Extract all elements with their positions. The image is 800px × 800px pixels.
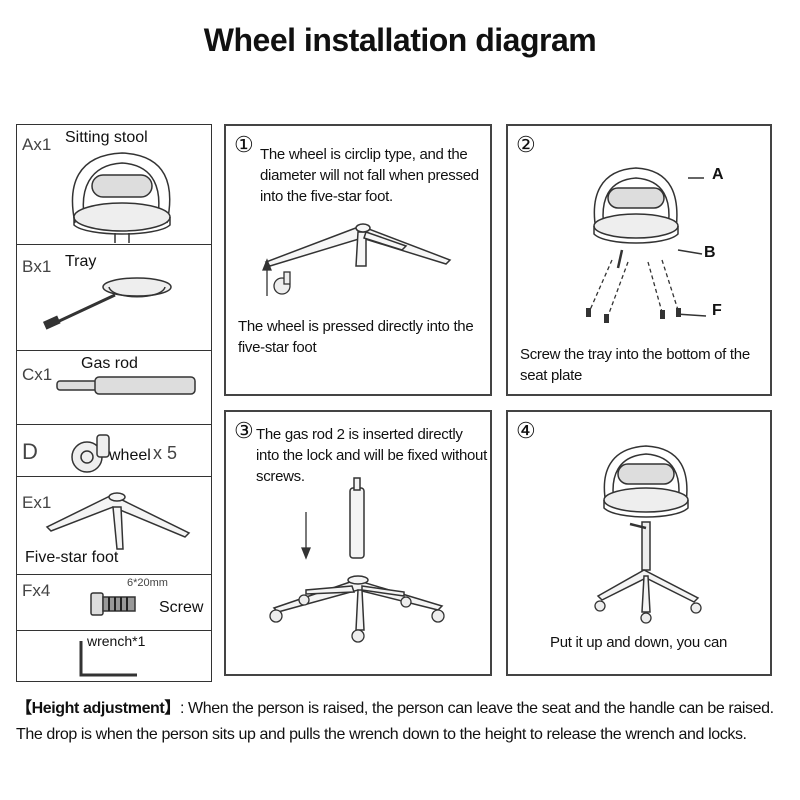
five-star-foot-icon <box>45 492 191 550</box>
part-code: Bx1 <box>22 257 52 276</box>
part-a-sitting-stool: Ax1 Sitting stool <box>17 125 211 245</box>
part-code: Cx1 <box>22 365 53 384</box>
assembled-stool-icon <box>594 445 702 624</box>
part-name: Tray <box>65 253 97 270</box>
wrench-icon <box>79 641 137 677</box>
step-1-instruction: The wheel is circlip type, and the diame… <box>260 146 479 205</box>
notes-line-1: : When the person is raised, the person … <box>179 700 774 717</box>
part-name: Screw <box>159 599 204 616</box>
part-code: D <box>22 439 38 464</box>
step-number: ② <box>516 132 536 157</box>
step-4-panel: ④ Put it up and down, you can <box>506 410 772 676</box>
step-number: ① <box>234 132 254 157</box>
part-name: Five-star foot <box>25 549 119 566</box>
label-a: A <box>712 166 724 183</box>
part-size: 6*20mm <box>127 577 168 589</box>
step-3-instruction: The gas rod 2 is inserted directly into … <box>256 426 487 485</box>
step-4-instruction: Put it up and down, you can <box>550 634 728 651</box>
wheel-icon <box>71 434 110 473</box>
screw-icon <box>90 592 136 616</box>
part-f-screw: Fx4 6*20mm Screw <box>17 575 211 631</box>
part-qty: x 5 <box>153 443 178 463</box>
gas-rod-icon <box>56 376 196 395</box>
step-number: ③ <box>234 418 254 443</box>
notes-heading: 【Height adjustment】 <box>16 700 180 717</box>
wheel-icon <box>273 271 291 295</box>
arrow-up-icon <box>262 258 272 296</box>
part-name: Sitting stool <box>65 129 148 146</box>
wheel-icon <box>269 594 445 643</box>
part-wrench: wrench*1 <box>17 631 211 683</box>
part-name: Gas rod <box>81 355 138 372</box>
part-code: Ex1 <box>22 493 52 512</box>
five-star-foot-icon <box>262 223 452 296</box>
wheel-icon <box>594 600 702 624</box>
tray-icon <box>42 277 172 330</box>
part-code: Fx4 <box>22 581 51 600</box>
label-f: F <box>712 302 722 319</box>
step-1-panel: ① The wheel is circlip type, and the dia… <box>224 124 492 396</box>
part-b-tray: Bx1 Tray <box>17 245 211 351</box>
step-3-panel: ③ The gas rod 2 is inserted directly int… <box>224 410 492 676</box>
part-name: wrench*1 <box>87 633 146 649</box>
part-d-wheel: D wheel x 5 <box>17 425 211 477</box>
step-number: ④ <box>516 418 536 443</box>
height-adjustment-notes: 【Height adjustment】: When the person is … <box>16 696 796 747</box>
step-2-panel: ② A B F Screw the tray into the bottom o… <box>506 124 772 396</box>
stool-assembly-icon <box>586 167 707 323</box>
gas-rod-insertion-icon <box>269 477 445 643</box>
label-b: B <box>704 244 716 261</box>
diagram-title: Wheel installation diagram <box>203 22 597 58</box>
step-1-note: The wheel is pressed directly into the f… <box>238 318 474 356</box>
part-e-five-star-foot: Ex1 Five-star foot <box>17 477 211 575</box>
arrow-down-icon <box>301 512 311 560</box>
notes-line-2: The drop is when the person sits up and … <box>16 725 747 743</box>
parts-list: Ax1 Sitting stool Bx1 Tray <box>16 124 212 682</box>
part-name: wheel <box>109 447 151 464</box>
part-code: Ax1 <box>22 135 52 154</box>
part-c-gas-rod: Cx1 Gas rod <box>17 351 211 425</box>
sitting-stool-icon <box>71 152 171 243</box>
step-2-instruction: Screw the tray into the bottom of the se… <box>520 346 750 384</box>
